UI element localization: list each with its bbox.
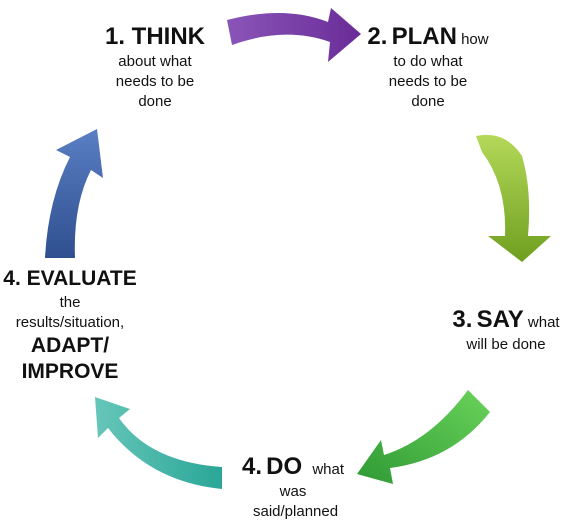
- step-plan-keyword: PLAN: [391, 23, 457, 50]
- step-plan-inline-text: how: [461, 31, 489, 48]
- arrow-evaluate-to-think: [45, 129, 103, 258]
- arrow-think-to-plan: [227, 8, 361, 62]
- step-do-inline-text: what: [312, 461, 345, 478]
- step-think-description: about what needs to be done: [115, 53, 195, 110]
- step-plan: 2. PLAN how to do what needs to be done: [358, 22, 498, 112]
- step-think-number: 1.: [104, 23, 125, 50]
- step-say: 3. SAY what will be done: [440, 305, 572, 355]
- step-evaluate-improve: IMPROVE: [21, 360, 119, 383]
- step-plan-description: to do what needs to be done: [388, 53, 468, 110]
- step-do-number: 4.: [241, 453, 262, 480]
- step-do-keyword: DO: [266, 453, 303, 480]
- step-say-number: 3.: [452, 306, 473, 333]
- step-evaluate-description: the results/situation,: [15, 294, 125, 331]
- step-say-keyword: SAY: [476, 306, 524, 333]
- step-say-inline-text: what: [527, 314, 560, 331]
- step-do-description: was said/planned: [253, 483, 339, 520]
- step-think: 1. THINK about what needs to be done: [92, 22, 218, 112]
- arrow-plan-to-say: [476, 134, 551, 262]
- step-say-description: will be done: [466, 336, 546, 353]
- arrow-say-to-do: [357, 390, 490, 484]
- arrow-do-to-evaluate: [95, 397, 222, 489]
- step-do: 4. DO what was said/planned: [228, 452, 358, 522]
- step-evaluate-keyword: EVALUATE: [26, 267, 137, 290]
- step-think-keyword: THINK: [131, 23, 205, 50]
- step-evaluate-number: 4.: [3, 267, 21, 290]
- step-evaluate-adapt: ADAPT/: [30, 334, 110, 357]
- step-plan-number: 2.: [367, 23, 388, 50]
- step-evaluate: 4. EVALUATE the results/situation, ADAPT…: [0, 265, 140, 385]
